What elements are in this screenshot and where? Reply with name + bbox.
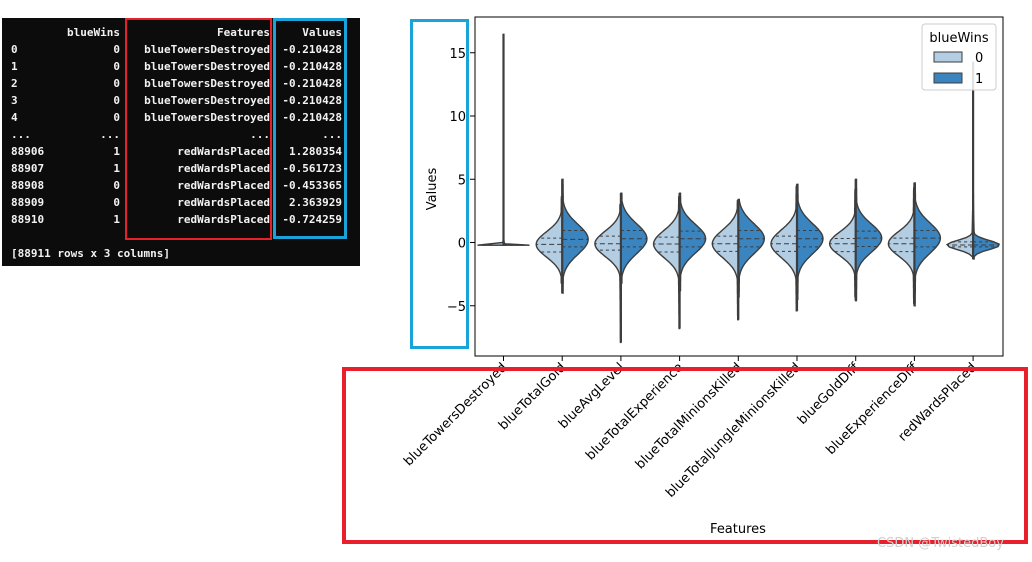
violin-half-1-blueExperienceDiff bbox=[913, 182, 942, 307]
y-tick-label: 15 bbox=[449, 47, 466, 62]
violin-half-0-redWardsPlaced bbox=[945, 67, 974, 258]
violin-half-1-blueTotalJungleMinionsKilled bbox=[796, 183, 824, 301]
dataframe-footer: [88911 rows x 3 columns] bbox=[11, 247, 170, 260]
dataframe-row: 3 0 blueTowersDestroyed -0.210428 bbox=[2, 92, 360, 109]
dataframe-cell: 0 bbox=[113, 77, 120, 90]
violin-half-0-blueAvgLevel bbox=[594, 203, 622, 344]
x-axis-label: Features bbox=[710, 522, 766, 537]
dataframe-cell: 4 bbox=[11, 111, 18, 124]
dataframe-cell: blueTowersDestroyed bbox=[144, 60, 270, 73]
violin-half-0-blueGoldDiff bbox=[829, 188, 857, 298]
dataframe-cell: 88909 bbox=[11, 196, 45, 209]
dataframe-row: 88906 1 redWardsPlaced 1.280354 bbox=[2, 143, 360, 160]
dataframe-cell: -0.210428 bbox=[282, 111, 342, 124]
dataframe-cell: 0 bbox=[113, 94, 120, 107]
legend-label: 1 bbox=[975, 72, 983, 87]
plot-frame bbox=[474, 16, 1004, 357]
violin-half-1-blueAvgLevel bbox=[620, 192, 648, 284]
dataframe-cell: -0.210428 bbox=[282, 43, 342, 56]
dataframe-cell: redWardsPlaced bbox=[177, 145, 270, 158]
dataframe-row: 88909 0 redWardsPlaced 2.363929 bbox=[2, 194, 360, 211]
legend-title: blueWins bbox=[929, 31, 989, 46]
dataframe-cell: ... bbox=[322, 128, 342, 141]
dataframe-cell: 3 bbox=[11, 94, 18, 107]
dataframe-cell: ... bbox=[11, 128, 31, 141]
x-tick-label: blueTotalMinionsKilled bbox=[633, 360, 745, 472]
legend-swatch-0 bbox=[933, 51, 963, 63]
dataframe-cell: -0.210428 bbox=[282, 94, 342, 107]
dataframe-cell: 0 bbox=[113, 43, 120, 56]
dataframe-cell: 2 bbox=[11, 77, 18, 90]
dataframe-cell: 88908 bbox=[11, 179, 45, 192]
dataframe-row: ............ bbox=[2, 126, 360, 143]
dataframe-cell: -0.561723 bbox=[282, 162, 342, 175]
dataframe-cell: -0.453365 bbox=[282, 179, 342, 192]
dataframe-cell: 0 bbox=[113, 111, 120, 124]
dataframe-row: 0 0 blueTowersDestroyed -0.210428 bbox=[2, 41, 360, 58]
dataframe-column-header: Features bbox=[217, 26, 270, 39]
dataframe-cell: -0.724259 bbox=[282, 213, 342, 226]
violin-half-1-blueTotalMinionsKilled bbox=[737, 198, 766, 298]
dataframe-cell: 88910 bbox=[11, 213, 45, 226]
dataframe-header-row: blueWins Features Values bbox=[2, 24, 360, 41]
dataframe-cell: 0 bbox=[113, 179, 120, 192]
x-tick-label: blueTowersDestroyed bbox=[401, 360, 510, 469]
violin-half-1-blueTotalGold bbox=[561, 178, 589, 294]
legend-label: 0 bbox=[975, 51, 983, 66]
dataframe-cell: 0 bbox=[11, 43, 18, 56]
dataframe-cell: redWardsPlaced bbox=[177, 213, 270, 226]
dataframe-cell: -0.210428 bbox=[282, 77, 342, 90]
dataframe-cell: blueTowersDestroyed bbox=[144, 43, 270, 56]
violin-half-0-blueTowersDestroyed bbox=[477, 33, 505, 246]
dataframe-cell: redWardsPlaced bbox=[177, 162, 270, 175]
violin-half-0-blueTotalExperience bbox=[652, 196, 681, 330]
dataframe-cell: -0.210428 bbox=[282, 60, 342, 73]
dataframe-column-header: blueWins bbox=[67, 26, 120, 39]
dataframe-cell: 88906 bbox=[11, 145, 45, 158]
dataframe-cell: redWardsPlaced bbox=[177, 196, 270, 209]
violin-half-0-blueTotalJungleMinionsKilled bbox=[770, 186, 798, 312]
dataframe-cell: 0 bbox=[113, 196, 120, 209]
violin-half-1-blueGoldDiff bbox=[855, 178, 883, 302]
dataframe-cell: 0 bbox=[113, 60, 120, 73]
violin-half-0-blueTotalMinionsKilled bbox=[711, 200, 739, 321]
dataframe-row: 88908 0 redWardsPlaced -0.453365 bbox=[2, 177, 360, 194]
x-tick-label: blueTotalExperience bbox=[583, 360, 686, 463]
y-tick-label: 10 bbox=[449, 110, 466, 125]
dataframe-cell: 1 bbox=[113, 162, 120, 175]
dataframe-cell: redWardsPlaced bbox=[177, 179, 270, 192]
dataframe-row: 2 0 blueTowersDestroyed -0.210428 bbox=[2, 75, 360, 92]
y-tick-label: −5 bbox=[447, 300, 466, 315]
dataframe-cell: 88907 bbox=[11, 162, 45, 175]
dataframe-cell: ... bbox=[100, 128, 120, 141]
y-tick-label: 5 bbox=[458, 173, 466, 188]
dataframe-cell: 1 bbox=[11, 60, 18, 73]
violin-half-0-blueExperienceDiff bbox=[887, 187, 916, 304]
violin-half-1-redWardsPlaced bbox=[972, 61, 1001, 260]
violin-half-1-blueTotalExperience bbox=[678, 192, 707, 292]
violin-half-1-blueTowersDestroyed bbox=[502, 191, 530, 246]
dataframe-cell: blueTowersDestroyed bbox=[144, 94, 270, 107]
dataframe-cell: blueTowersDestroyed bbox=[144, 111, 270, 124]
dataframe-row: 4 0 blueTowersDestroyed -0.210428 bbox=[2, 109, 360, 126]
dataframe-column-header: Values bbox=[302, 26, 342, 39]
watermark: CSDN @TwistedBoy bbox=[877, 536, 1004, 551]
y-tick-label: 0 bbox=[458, 237, 466, 252]
dataframe-cell: blueTowersDestroyed bbox=[144, 77, 270, 90]
dataframe-row: 88910 1 redWardsPlaced -0.724259 bbox=[2, 211, 360, 228]
legend-swatch-1 bbox=[933, 72, 963, 84]
y-axis-label: Values bbox=[425, 168, 440, 211]
dataframe-row: 1 0 blueTowersDestroyed -0.210428 bbox=[2, 58, 360, 75]
dataframe-cell: 1.280354 bbox=[289, 145, 342, 158]
dataframe-row: 88907 1 redWardsPlaced -0.561723 bbox=[2, 160, 360, 177]
dataframe-cell: 2.363929 bbox=[289, 196, 342, 209]
dataframe-cell: 1 bbox=[113, 213, 120, 226]
dataframe-cell: ... bbox=[250, 128, 270, 141]
dataframe-cell: 1 bbox=[113, 145, 120, 158]
violin-half-0-blueTotalGold bbox=[535, 196, 563, 284]
dataframe-output: blueWins Features Values 0 0 blueTowersDestro… bbox=[2, 18, 360, 266]
